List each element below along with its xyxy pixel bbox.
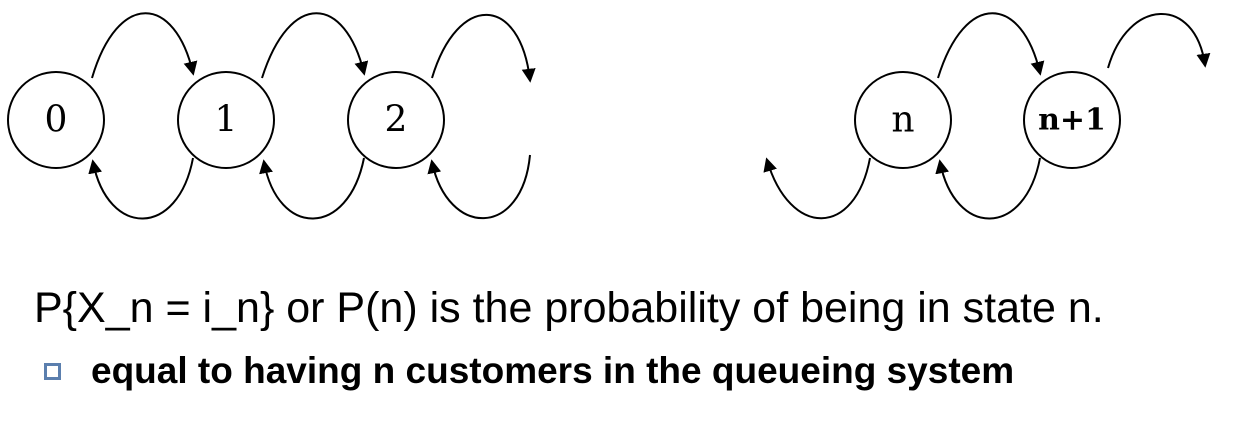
state-label-n: n (891, 100, 914, 141)
state-transition-diagram: 0 1 2 n n+1 (7, 12, 1211, 220)
backward-arc-1-0 (88, 157, 194, 220)
state-node-n-plus-1: n+1 (1023, 71, 1121, 169)
forward-arc-n1-out (1107, 13, 1211, 69)
bullet-item: equal to having n customers in the queue… (44, 350, 1014, 392)
bullet-item-text: equal to having n customers in the queue… (91, 350, 1015, 391)
state-node-2: 2 (347, 71, 445, 169)
backward-arc-in-2 (427, 154, 531, 220)
backward-arc-2-1 (259, 157, 365, 220)
forward-arc-0-1 (91, 12, 198, 79)
square-bullet-icon (44, 362, 61, 380)
forward-arc-n-n1 (937, 12, 1045, 79)
forward-arc-2-out (431, 13, 536, 83)
backward-arc-n-out (763, 157, 871, 220)
state-label-1: 1 (215, 100, 238, 141)
state-label-n-plus-1: n+1 (1038, 103, 1106, 138)
forward-arc-1-2 (261, 12, 369, 79)
probability-definition-text: P{X_n = i_n} or P(n) is the probability … (34, 284, 1104, 332)
backward-arc-n1-n (935, 157, 1041, 220)
state-node-0: 0 (7, 71, 105, 169)
state-node-n: n (854, 71, 952, 169)
state-label-0: 0 (45, 100, 68, 141)
state-node-1: 1 (177, 71, 275, 169)
state-label-2: 2 (385, 100, 408, 141)
